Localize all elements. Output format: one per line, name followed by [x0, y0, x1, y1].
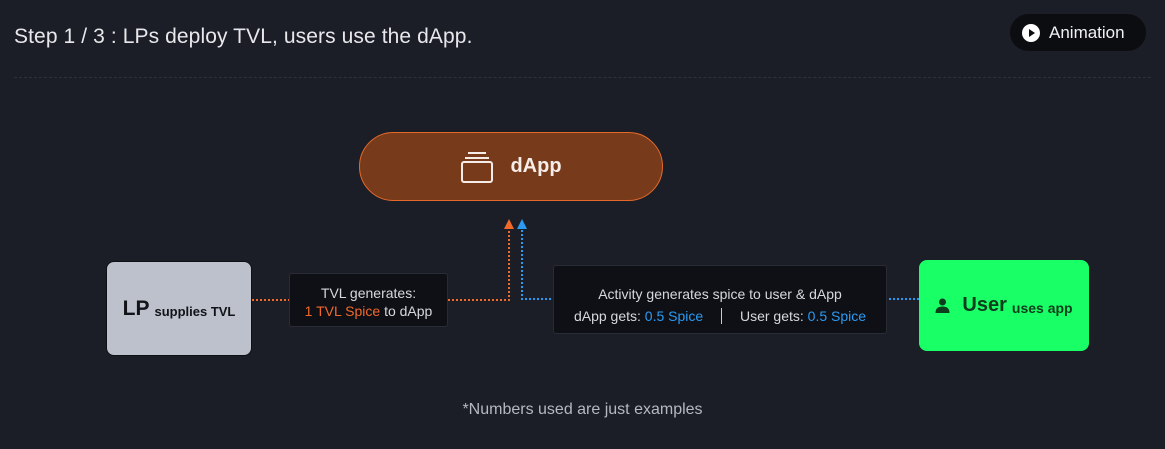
tvl-flow-arrowhead	[504, 219, 514, 229]
tvl-box-line1: TVL generates:	[320, 285, 417, 301]
user-gets-value: 0.5 Spice	[807, 308, 867, 324]
dapp-gets-label: dApp gets:	[573, 308, 641, 324]
step-title: Step 1 / 3 : LPs deploy TVL, users use t…	[14, 25, 473, 48]
footnote: *Numbers used are just examples	[462, 401, 703, 418]
activity-box-line1: Activity generates spice to user & dApp	[598, 286, 842, 302]
lp-node: LP supplies TVL	[106, 261, 252, 356]
activity-generation-box: Activity generates spice to user & dApp …	[553, 265, 887, 334]
dapp-label: dApp	[510, 155, 562, 177]
lp-label: LP	[122, 296, 150, 320]
user-sublabel: uses app	[1011, 299, 1073, 316]
activity-flow-arrowhead	[517, 219, 527, 229]
separator	[721, 308, 723, 324]
header-divider	[14, 77, 1151, 78]
tvl-spice-amount: 1 TVL Spice	[304, 303, 381, 319]
tvl-generation-box: TVL generates: 1 TVL Spice to dApp	[289, 273, 448, 327]
app-stack-icon	[461, 151, 494, 183]
lp-sublabel: supplies TVL	[154, 303, 236, 319]
user-label: User	[962, 294, 1007, 316]
person-icon	[935, 298, 950, 313]
animation-button-label: Animation	[1049, 22, 1125, 42]
user-node: User uses app	[919, 260, 1089, 351]
dapp-gets-value: 0.5 Spice	[644, 308, 704, 324]
animation-button[interactable]: Animation	[1010, 14, 1146, 51]
tvl-box-suffix: to dApp	[384, 303, 433, 319]
user-gets-label: User gets:	[739, 308, 804, 324]
play-icon	[1022, 23, 1040, 42]
dapp-node: dApp	[359, 132, 663, 201]
